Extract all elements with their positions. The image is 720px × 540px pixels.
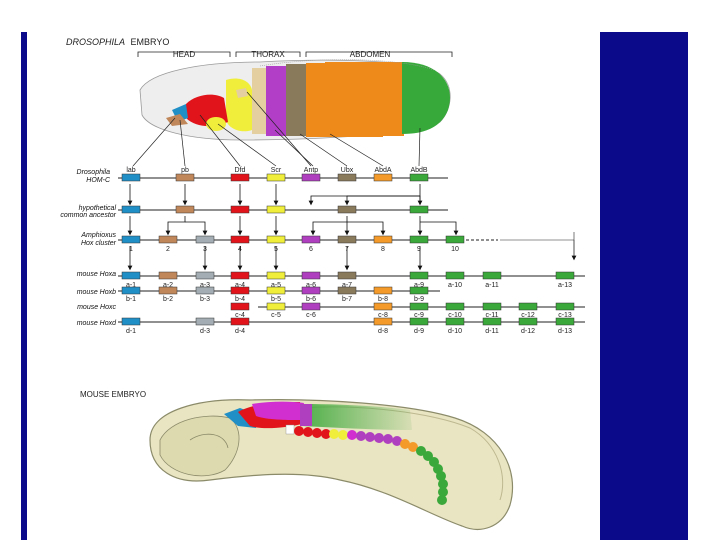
hoxd-genes: d-1 d-3 d-4 d-8 d-9 d-10 d-11 d-12 d-13 [121,317,575,335]
region-thorax: THORAX [251,50,285,59]
svg-text:mouse Hoxa: mouse Hoxa [77,271,116,278]
hoxa-genes: a-1 a-2 a-3 a-4 a-5 a-6 a-7 a-9 a-10 a-1… [121,271,575,289]
gene-box-lab [121,173,141,182]
svg-text:AbdB: AbdB [410,167,427,174]
somites [285,424,448,505]
svg-text:b-3: b-3 [200,296,210,303]
gene-box-scr [266,173,286,182]
svg-text:mouse Hoxb: mouse Hoxb [77,289,116,296]
row-labels: Drosophila HOM-C hypothetical common anc… [60,169,117,327]
gene-box-dfd [230,173,250,182]
svg-text:Antp: Antp [304,167,319,174]
svg-text:Scr: Scr [271,167,282,174]
svg-text:a-9: a-9 [414,282,424,289]
evolution-arrows [127,184,423,271]
hoxc-genes: c-4 c-5 c-6 c-8 c-9 c-10 c-11 c-12 c-13 [230,302,575,319]
svg-text:Hox cluster: Hox cluster [81,240,117,247]
svg-text:d-8: d-8 [378,328,388,335]
svg-text:d-9: d-9 [414,328,424,335]
svg-text:a-6: a-6 [306,282,316,289]
svg-text:a-1: a-1 [126,282,136,289]
hoxb-genes: b-1 b-2 b-3 b-4 b-5 b-6 b-7 b-8 b-9 [121,286,429,303]
diagram-title: DROSOPHILA EMBRYO [66,37,169,47]
gene-box-antp [301,173,321,182]
svg-text:7: 7 [345,246,349,253]
svg-text:d-10: d-10 [448,328,462,335]
svg-text:hypothetical: hypothetical [79,205,117,212]
svg-text:b-4: b-4 [235,296,245,303]
svg-text:d-1: d-1 [126,328,136,335]
mouse-embryo [149,399,514,530]
ancestor-genes [121,205,429,214]
svg-text:d-3: d-3 [200,328,210,335]
svg-text:a-11: a-11 [485,282,499,289]
svg-text:c-5: c-5 [271,312,281,319]
svg-text:c-8: c-8 [378,312,388,319]
svg-text:2: 2 [166,246,170,253]
svg-text:Dfd: Dfd [235,167,246,174]
svg-text:d-11: d-11 [485,328,499,335]
svg-text:c-13: c-13 [558,312,572,319]
gene-box-abdb [409,173,429,182]
svg-text:b-6: b-6 [306,296,316,303]
svg-text:Amphioxus: Amphioxus [80,232,116,239]
svg-text:common ancestor: common ancestor [60,212,116,219]
svg-text:b-5: b-5 [271,296,281,303]
svg-text:a-13: a-13 [558,282,572,289]
svg-text:a-5: a-5 [271,282,281,289]
svg-text:lab: lab [126,167,135,174]
svg-text:a-4: a-4 [235,282,245,289]
svg-text:mouse Hoxc: mouse Hoxc [77,304,116,311]
svg-text:pb: pb [181,167,189,174]
svg-text:1: 1 [129,246,133,253]
gene-box-abda [373,173,393,182]
svg-text:8: 8 [381,246,385,253]
svg-text:a-2: a-2 [163,282,173,289]
mouse-embryo-title: MOUSE EMBRYO [80,390,146,399]
svg-text:c-9: c-9 [414,312,424,319]
hom-c-genes: lab pb Dfd Scr Antp Ubx AbdA AbdB [121,167,429,182]
svg-text:10: 10 [451,246,459,253]
svg-text:c-12: c-12 [521,312,535,319]
svg-text:a-3: a-3 [200,282,210,289]
left-border-bar [21,32,27,540]
svg-text:b-7: b-7 [342,296,352,303]
svg-text:a-10: a-10 [448,282,462,289]
svg-text:c-6: c-6 [306,312,316,319]
svg-text:Drosophila: Drosophila [77,169,111,176]
svg-text:mouse Hoxd: mouse Hoxd [77,320,117,327]
svg-text:c-4: c-4 [235,312,245,319]
right-border-panel [600,32,688,540]
region-abdomen: ABDOMEN [350,50,391,59]
svg-text:d-4: d-4 [235,328,245,335]
amphioxus-genes: 1 2 3 4 5 6 7 8 9 10 [121,235,465,253]
drosophila-embryo [139,59,451,141]
svg-text:HOM-C: HOM-C [86,177,111,184]
region-head: HEAD [173,50,195,59]
svg-text:6: 6 [309,246,313,253]
svg-text:b-8: b-8 [378,296,388,303]
gene-box-ubx [337,173,357,182]
svg-text:d-12: d-12 [521,328,535,335]
svg-text:a-7: a-7 [342,282,352,289]
svg-text:d-13: d-13 [558,328,572,335]
gene-box-pb [175,173,195,182]
svg-text:b-2: b-2 [163,296,173,303]
svg-text:AbdA: AbdA [374,167,391,174]
svg-text:5: 5 [274,246,278,253]
embryo-to-gene-lines [132,91,421,167]
svg-text:c-10: c-10 [448,312,462,319]
svg-text:c-11: c-11 [485,312,498,319]
svg-text:b-9: b-9 [414,296,424,303]
svg-text:3: 3 [203,246,207,253]
svg-text:4: 4 [238,246,242,253]
svg-text:b-1: b-1 [126,296,136,303]
svg-text:9: 9 [417,246,421,253]
svg-text:Ubx: Ubx [341,167,354,174]
